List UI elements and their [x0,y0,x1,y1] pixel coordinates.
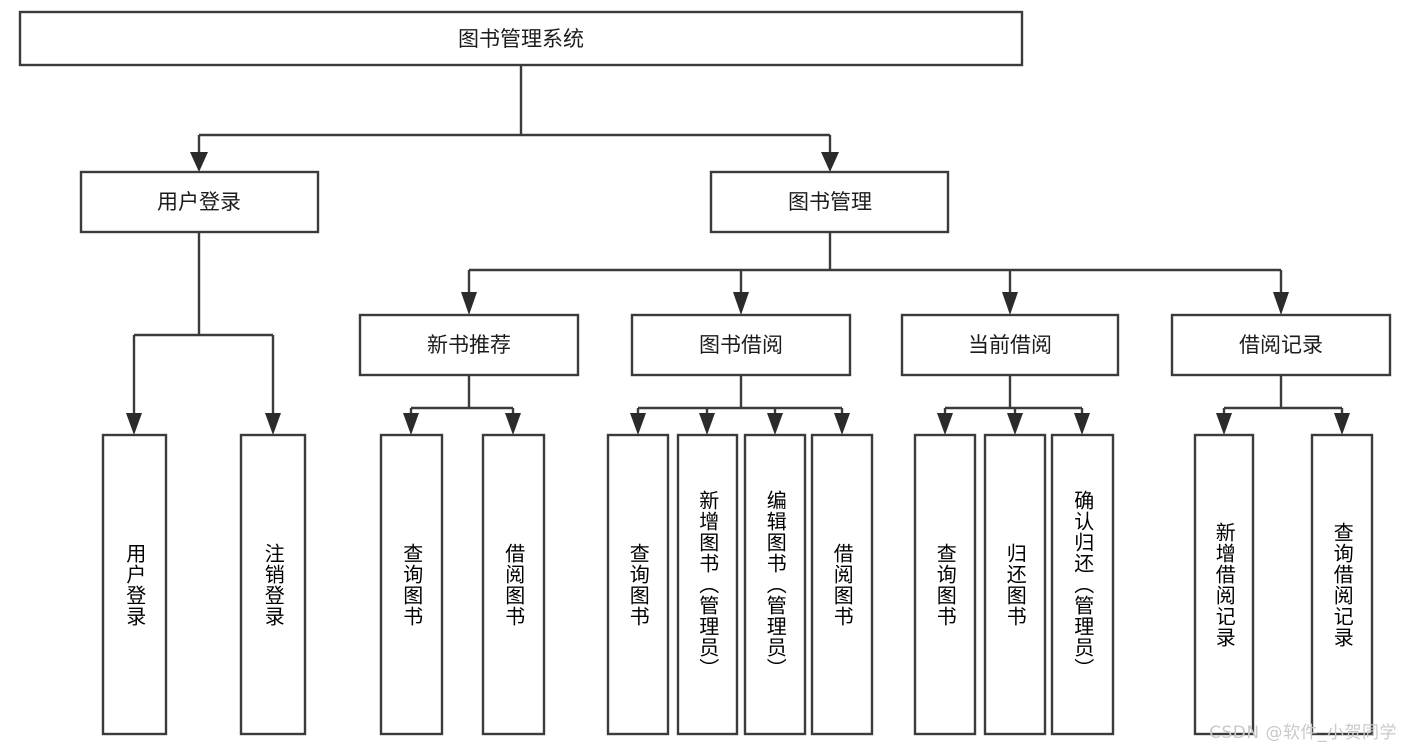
node-current-borrow[interactable]: 当前借阅 [900,313,1120,377]
node-current-borrow-label: 当前借阅 [968,333,1052,357]
node-leaf-logout-box[interactable] [239,433,307,736]
node-leaf-user-login-box[interactable] [101,433,168,736]
node-new-book-rec-label: 新书推荐 [427,333,511,357]
arrow-head-leaf-query-book-1 [403,413,419,435]
connector-group-borrow-record [1216,375,1350,435]
arrow-head-leaf-add-book [699,413,715,435]
connector-group-book-borrow [630,375,850,435]
node-user-login[interactable]: 用户登录 [79,170,320,234]
arrow-head-leaf-confirm-return [1074,413,1090,435]
connector-group-book-manage [461,232,1289,315]
node-leaf-edit-book-box[interactable] [743,433,807,736]
node-leaf-add-record-box[interactable] [1193,433,1255,736]
connector-group-root [190,65,839,172]
node-book-borrow[interactable]: 图书借阅 [630,313,852,377]
arrow-head-leaf-query-book-3 [937,413,953,435]
arrow-head-leaf-user-login [126,413,142,435]
node-current-borrow-box[interactable] [900,313,1120,377]
arrow-head-leaf-edit-book [767,413,783,435]
connector-group-user-login [126,232,281,435]
node-leaf-query-book-1-box[interactable] [379,433,444,736]
node-leaf-return-book-box[interactable] [983,433,1047,736]
arrow-head-borrow-record [1273,292,1289,315]
arrow-head-leaf-borrow-book-2 [834,413,850,435]
node-new-book-rec[interactable]: 新书推荐 [358,313,580,377]
node-root[interactable]: 图书管理系统 [18,10,1024,67]
node-user-login-box[interactable] [79,170,320,234]
node-book-borrow-box[interactable] [630,313,852,377]
arrow-head-current-borrow [1002,292,1018,315]
arrow-head-leaf-add-record [1216,413,1232,435]
node-book-manage[interactable]: 图书管理 [709,170,950,234]
node-borrow-record-box[interactable] [1170,313,1392,377]
arrow-head-user-login [190,152,208,172]
node-root-label: 图书管理系统 [458,27,584,51]
arrow-head-leaf-query-record [1334,413,1350,435]
node-leaf-add-book-box[interactable] [676,433,739,736]
node-book-borrow-label: 图书借阅 [699,333,783,357]
connector-group-new-book-rec [403,375,521,435]
arrow-head-leaf-logout [265,413,281,435]
node-leaf-borrow-book-2-box[interactable] [810,433,874,736]
arrow-head-book-borrow [733,292,749,315]
node-leaf-borrow-book-1-box[interactable] [481,433,546,736]
node-book-manage-box[interactable] [709,170,950,234]
node-leaf-confirm-return-box[interactable] [1050,433,1115,736]
arrow-head-new-book-rec [461,292,477,315]
arrow-head-leaf-return-book [1007,413,1023,435]
csdn-watermark: CSDN @软件_小贺同学 [1209,723,1397,743]
arrow-head-leaf-query-book-2 [630,413,646,435]
node-leaf-query-book-3-box[interactable] [913,433,977,736]
node-borrow-record-label: 借阅记录 [1239,333,1323,357]
node-leaf-query-book-2-box[interactable] [606,433,670,736]
node-user-login-label: 用户登录 [157,190,241,214]
node-book-manage-label: 图书管理 [788,190,872,214]
node-leaf-query-record-box[interactable] [1310,433,1374,736]
node-new-book-rec-box[interactable] [358,313,580,377]
arrow-head-book-manage [821,152,839,172]
connector-group-current-borrow [937,375,1090,435]
arrow-head-leaf-borrow-book-1 [505,413,521,435]
node-root-box[interactable] [18,10,1024,67]
node-borrow-record[interactable]: 借阅记录 [1170,313,1392,377]
